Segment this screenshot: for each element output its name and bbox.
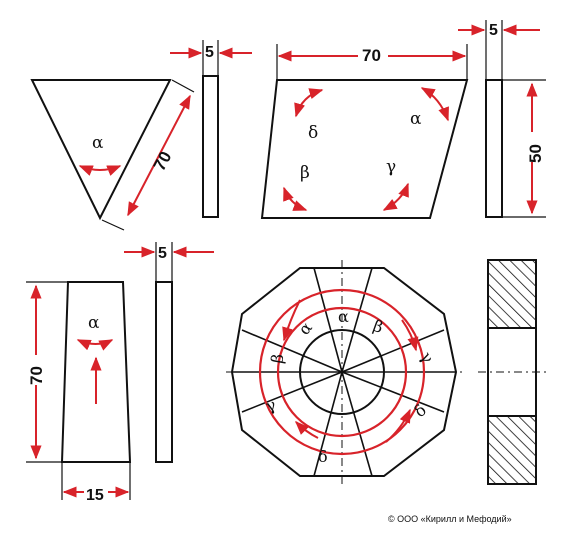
octagon-alpha-top: α (338, 307, 349, 326)
quad-alpha-label: α (410, 109, 422, 129)
quad-delta-label: δ (308, 123, 318, 143)
trapezoid-alpha-arc (76, 339, 114, 351)
thickness-label-top-right: 5 (489, 22, 498, 39)
quad-beta-arc (283, 186, 308, 211)
height-dimension-label: 50 (526, 144, 545, 163)
octagon-assembly: α α β β γ γ δ δ (226, 260, 462, 484)
quadrilateral-piece: 70 δ α β γ (260, 44, 469, 219)
quad-gamma-arc (382, 182, 409, 211)
slanted-dimension-arrow (127, 94, 191, 217)
triangle-piece: α 70 (30, 79, 195, 231)
triangle-alpha-arc (78, 165, 122, 176)
slanted-dimension-label: 70 (150, 148, 176, 174)
octagon-delta-bottom: δ (318, 447, 328, 466)
cross-section (478, 259, 546, 485)
thin-plate-bottom: 5 (124, 242, 214, 463)
thickness-label-top-left: 5 (205, 44, 214, 61)
thin-plate-top-left: 5 (170, 40, 252, 218)
trapezoid-alpha-label: α (88, 313, 100, 333)
trapezoid-width-label: 15 (86, 487, 104, 504)
triangle-alpha-label: α (92, 133, 104, 153)
octagon-gamma-right: γ (417, 349, 438, 367)
octagon-alpha-left: α (295, 318, 317, 339)
thickness-label-bottom: 5 (158, 245, 167, 262)
octagon-beta-left: β (267, 352, 287, 364)
side-plate-top-right: 5 50 (458, 20, 546, 218)
copyright-text: © ООО «Кирилл и Мефодий» (388, 514, 512, 524)
trapezoid-piece: 70 α 15 (24, 281, 132, 504)
octagon-delta-right: δ (410, 400, 430, 421)
trapezoid-height-label: 70 (27, 366, 46, 385)
width-dimension-label: 70 (362, 46, 381, 65)
quad-beta-label: β (300, 163, 310, 183)
quad-gamma-label: γ (386, 157, 396, 177)
octagon-beta-right: β (371, 316, 386, 337)
quad-alpha-arc (420, 87, 449, 122)
quad-delta-arc (294, 88, 324, 118)
